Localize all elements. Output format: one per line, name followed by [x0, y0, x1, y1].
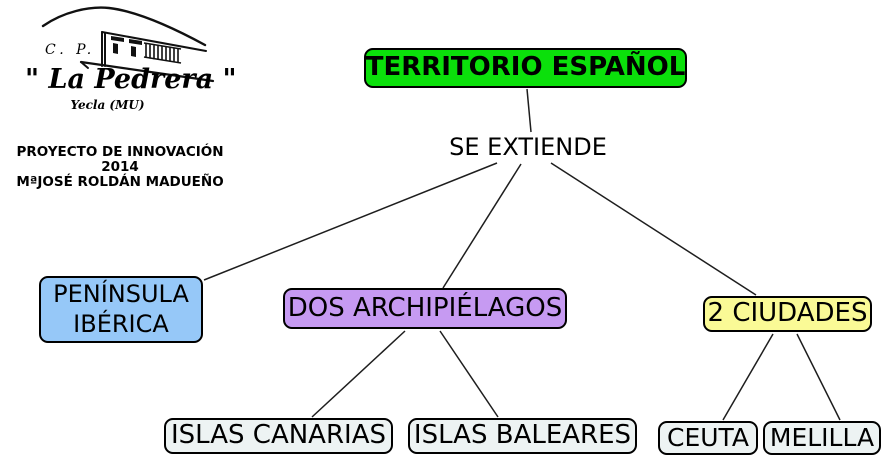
edge-archipielagos-to-canarias	[311, 330, 406, 418]
logo-cp-label: C. P.	[45, 42, 96, 58]
credits-author-line: MªJOSÉ ROLDÁN MADUEÑO	[16, 174, 224, 190]
school-logo: C. P. " La Pedrera " Yecla (MU)	[25, 2, 237, 116]
logo-place-label: Yecla (MU)	[70, 98, 145, 112]
node-islas-baleares: ISLAS BALEARES	[408, 418, 637, 454]
node-islas-canarias: ISLAS CANARIAS	[164, 418, 393, 454]
node-territorio-espanol-label: TERRITORIO ESPAÑOL	[365, 52, 686, 83]
edge-link-to-peninsula	[203, 162, 498, 281]
node-islas-canarias-label: ISLAS CANARIAS	[170, 420, 386, 451]
farmhouse-drawing-icon	[41, 6, 215, 83]
edge-ciudades-to-melilla	[796, 333, 841, 421]
node-peninsula-iberica: PENÍNSULA IBÉRICA	[39, 276, 203, 343]
node-dos-ciudades-label: 2 CIUDADES	[707, 298, 868, 329]
credits-block: PROYECTO DE INNOVACIÓN 2014 MªJOSÉ ROLDÁ…	[0, 145, 240, 190]
node-dos-archipielagos-label: DOS ARCHIPIÉLAGOS	[287, 292, 563, 323]
node-peninsula-iberica-label: PENÍNSULA IBÉRICA	[53, 280, 189, 338]
node-ceuta: CEUTA	[658, 421, 758, 455]
node-dos-ciudades: 2 CIUDADES	[703, 296, 872, 332]
node-territorio-espanol: TERRITORIO ESPAÑOL	[364, 48, 687, 88]
node-islas-baleares-label: ISLAS BALEARES	[413, 420, 632, 451]
edge-ciudades-to-ceuta	[722, 333, 774, 421]
edge-link-to-archipielagos	[442, 163, 522, 289]
credits-project-line: PROYECTO DE INNOVACIÓN 2014	[16, 144, 224, 175]
node-ceuta-label: CEUTA	[667, 422, 749, 452]
edge-archipielagos-to-baleares	[439, 330, 499, 418]
edge-root-to-link	[526, 88, 532, 133]
edge-link-to-ciudades	[550, 162, 757, 296]
logo-school-name: " La Pedrera "	[25, 64, 237, 95]
node-dos-archipielagos: DOS ARCHIPIÉLAGOS	[283, 288, 567, 329]
link-label-se-extiende: SE EXTIENDE	[449, 133, 607, 161]
node-melilla: MELILLA	[763, 421, 881, 455]
node-melilla-label: MELILLA	[769, 422, 875, 452]
